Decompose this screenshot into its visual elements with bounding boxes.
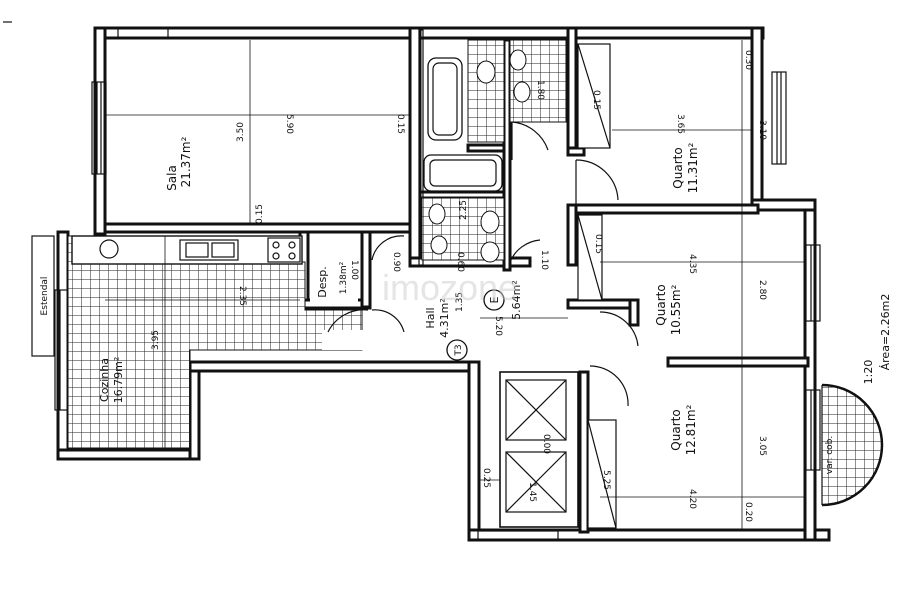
room-sala: Sala 21.37m²: [165, 136, 193, 190]
svg-text:4.31m²: 4.31m²: [438, 298, 451, 338]
svg-text:3.10: 3.10: [757, 120, 767, 140]
svg-text:0.25: 0.25: [481, 468, 491, 488]
svg-text:0.30: 0.30: [743, 50, 753, 70]
svg-text:Cozinha: Cozinha: [98, 358, 111, 402]
svg-text:0.90: 0.90: [391, 252, 401, 272]
svg-text:3.50: 3.50: [236, 122, 246, 142]
svg-text:0.00: 0.00: [541, 434, 551, 454]
dimension-labels: 5.90 3.50 0.15 0.15 2.35 3.95 5.20 0.90 …: [151, 50, 767, 522]
room-quarto-3: Quarto 12.81m²: [669, 404, 698, 455]
svg-text:5.20: 5.20: [493, 316, 503, 336]
svg-text:Hall: Hall: [424, 307, 437, 328]
svg-text:Quarto: Quarto: [669, 409, 683, 450]
bathtub: [427, 57, 463, 141]
svg-text:1:20: 1:20: [862, 360, 875, 385]
svg-text:0.15: 0.15: [593, 234, 603, 254]
t3-marker: T3: [446, 339, 468, 361]
svg-text:16.79m²: 16.79m²: [112, 357, 125, 404]
estendal-label: Estendal: [40, 277, 50, 316]
svg-text:0.15: 0.15: [255, 204, 265, 224]
svg-text:11.31m²: 11.31m²: [686, 142, 700, 193]
svg-text:1.10: 1.10: [539, 250, 549, 270]
svg-text:2.25: 2.25: [459, 200, 469, 220]
elevator-shaft: [499, 371, 579, 528]
watermark: imozone: [382, 267, 518, 308]
svg-text:0.15: 0.15: [591, 90, 601, 110]
svg-text:5.90: 5.90: [284, 114, 294, 134]
estendal-area: [31, 235, 55, 357]
svg-text:1.35: 1.35: [455, 292, 465, 312]
scale-legend: 1:20 Área=2.26m2: [862, 294, 892, 385]
room-desp: Desp. 1.38m²: [310, 261, 358, 302]
svg-text:3.65: 3.65: [675, 114, 685, 134]
room-hall: Hall 4.31m²: [424, 298, 451, 338]
outer-walls: [56, 26, 831, 542]
svg-text:T3: T3: [454, 344, 464, 356]
svg-text:4.20: 4.20: [687, 489, 697, 509]
shower-tray: [423, 154, 503, 192]
svg-text:1.45: 1.45: [527, 482, 537, 502]
svg-text:1.80: 1.80: [535, 80, 545, 100]
svg-text:Desp.: Desp.: [316, 266, 329, 297]
svg-text:3.05: 3.05: [757, 436, 767, 456]
svg-text:3.95: 3.95: [151, 330, 161, 350]
room-quarto-1: Quarto 11.31m²: [671, 142, 700, 193]
svg-text:Quarto: Quarto: [671, 147, 685, 188]
bathroom-1-tiles: [467, 39, 505, 143]
dimension-lines: [105, 40, 805, 530]
varanda-label: var. cob.: [825, 436, 835, 474]
svg-text:5.25: 5.25: [601, 470, 611, 490]
svg-text:2.80: 2.80: [757, 280, 767, 300]
svg-text:0.15: 0.15: [395, 114, 405, 134]
svg-text:2.35: 2.35: [237, 286, 247, 306]
svg-text:4.35: 4.35: [687, 254, 697, 274]
svg-text:Sala: Sala: [165, 165, 179, 191]
svg-text:E: E: [488, 296, 501, 303]
room-quarto-2: Quarto 10.55m²: [654, 284, 683, 335]
svg-text:0.60: 0.60: [455, 252, 465, 272]
svg-text:0.20: 0.20: [743, 502, 753, 522]
svg-text:1.00: 1.00: [349, 260, 359, 280]
kitchen-counter: [71, 235, 303, 265]
room-cozinha: Cozinha 16.79m²: [98, 357, 125, 404]
corridor-area: 5.64m²: [510, 280, 523, 320]
svg-text:21.37m²: 21.37m²: [179, 136, 193, 187]
svg-text:Quarto: Quarto: [654, 284, 668, 325]
svg-text:1.38m²: 1.38m²: [339, 261, 349, 294]
balcony: [821, 383, 884, 507]
windows: [54, 27, 821, 541]
entry-marker: E: [483, 289, 505, 311]
svg-text:12.81m²: 12.81m²: [684, 404, 698, 455]
svg-text:10.55m²: 10.55m²: [669, 284, 683, 335]
svg-text:Área=2.26m2: Área=2.26m2: [879, 294, 892, 371]
